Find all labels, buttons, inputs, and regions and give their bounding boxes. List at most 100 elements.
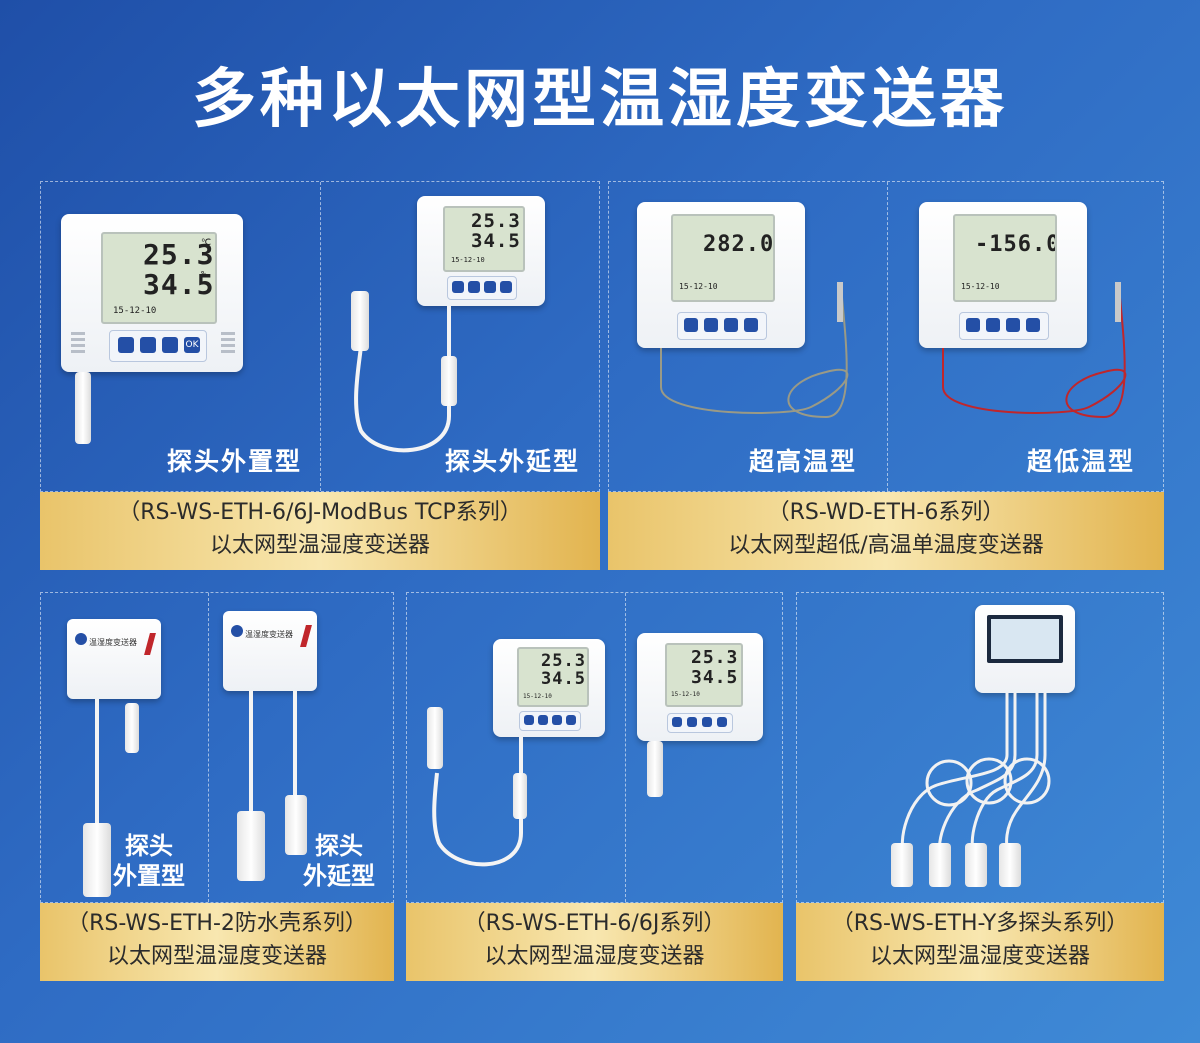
- transmitter-probe-external: 25.3 ℃ 34.5 % 15-12-10 OK: [61, 214, 246, 454]
- device-body: [975, 605, 1075, 693]
- caption-line-1: 探头: [315, 832, 363, 860]
- device-body: 25.3 ℃ 34.5 % 15-12-10 OK: [61, 214, 243, 372]
- device-body: 25.3 34.5 15-12-10: [493, 639, 605, 737]
- keypad: [447, 276, 517, 300]
- humidity-probe: [647, 741, 663, 797]
- caption-low-temp: 超低温型: [1027, 447, 1136, 476]
- humidity-probe: [427, 707, 443, 769]
- back-key: [966, 318, 980, 332]
- down-key: [162, 337, 178, 353]
- caption-line-2: 外置型: [113, 862, 185, 890]
- humidity-reading: 34.5: [541, 669, 586, 689]
- box-body: 温湿度变送器: [223, 611, 317, 691]
- up-key: [704, 318, 718, 332]
- thermocouple-cable: [942, 282, 1127, 419]
- transmitter-probe-external: 25.3 34.5 15-12-10: [633, 633, 773, 833]
- humidity-reading: 34.5: [691, 667, 739, 688]
- banner-series: （RS-WS-ETH-Y多探头系列）: [831, 911, 1129, 936]
- probe-1: [891, 843, 913, 887]
- panel-ws-eth-2: 温湿度变送器 探头 外置型 温湿度变送器 探头 外延型: [40, 592, 394, 903]
- box-label: 温湿度变送器: [89, 638, 137, 647]
- temperature-unit: ℃: [201, 238, 212, 248]
- ok-key: [717, 717, 727, 727]
- banner-description: 以太网型温湿度变送器: [209, 533, 430, 558]
- brand-logo: [75, 633, 87, 645]
- humidity-probe: [75, 372, 91, 444]
- color-screen: [987, 615, 1063, 663]
- humidity-reading: 34.5: [471, 230, 521, 252]
- probe-2: [929, 843, 951, 887]
- humidity-probe: [125, 703, 139, 753]
- up-key: [140, 337, 156, 353]
- up-key: [687, 717, 697, 727]
- box-body: 温湿度变送器: [67, 619, 161, 699]
- date-display: 15-12-10: [451, 256, 485, 264]
- down-key: [1006, 318, 1020, 332]
- temperature-reading: 25.3: [691, 647, 739, 668]
- banner-series: （RS-WD-ETH-6系列）: [767, 500, 1005, 525]
- waterproof-transmitter-external: 温湿度变送器: [61, 613, 201, 897]
- back-key: [524, 715, 534, 725]
- banner-description: 以太网型温湿度变送器: [106, 944, 327, 969]
- device-body: 25.3 34.5 15-12-10: [637, 633, 763, 741]
- temperature-reading: 25.3: [143, 238, 215, 271]
- transmitter-high-temp: 282.0 15-12-10: [631, 202, 881, 432]
- down-key: [552, 715, 562, 725]
- temperature-reading: 282.0: [703, 232, 775, 257]
- banner-wd-eth-6: （RS-WD-ETH-6系列） 以太网型超低/高温单温度变送器: [608, 492, 1164, 570]
- down-key: [702, 717, 712, 727]
- probe-cable: [432, 737, 523, 867]
- ok-key: [1026, 318, 1040, 332]
- keypad: OK: [109, 330, 207, 362]
- date-display: 15-12-10: [523, 693, 552, 700]
- cable-connector: [441, 356, 457, 406]
- humidity-reading: 34.5: [143, 268, 215, 301]
- banner-description: 以太网型温湿度变送器: [484, 944, 705, 969]
- caption-high-temp: 超高温型: [749, 447, 858, 476]
- back-key: [118, 337, 134, 353]
- brand-logo: [231, 625, 243, 637]
- screen-content: [991, 619, 1059, 659]
- panel-ws-eth-y: [796, 592, 1164, 903]
- probe-cables: [249, 691, 297, 815]
- humidity-probe: [285, 795, 307, 855]
- down-key: [724, 318, 738, 332]
- lcd-screen: 25.3 ℃ 34.5 % 15-12-10: [101, 232, 217, 324]
- up-key: [468, 281, 480, 293]
- caption-probe-extended: 探头外延型: [445, 447, 581, 476]
- page-title: 多种以太网型温湿度变送器: [192, 63, 1008, 137]
- humidity-unit: %: [201, 270, 207, 280]
- thermocouple-cable: [660, 282, 849, 419]
- banner-ws-eth-6: （RS-WS-ETH-6/6J-ModBus TCP系列） 以太网型温湿度变送器: [40, 492, 600, 570]
- caption-probe-external: 探头 外置型: [113, 831, 185, 891]
- multi-probe-transmitter: [877, 605, 1097, 895]
- date-display: 15-12-10: [671, 691, 700, 698]
- banner-description: 以太网型超低/高温单温度变送器: [728, 533, 1044, 558]
- humidity-probe: [351, 291, 369, 351]
- caption-line-1: 探头: [125, 832, 173, 860]
- banner-ws-eth-6-6j: （RS-WS-ETH-6/6J系列） 以太网型温湿度变送器: [406, 903, 783, 981]
- banner-ws-eth-2: （RS-WS-ETH-2防水壳系列） 以太网型温湿度变送器: [40, 903, 394, 981]
- back-key: [452, 281, 464, 293]
- box-label: 温湿度变送器: [245, 630, 293, 639]
- probe-connector: [237, 811, 265, 881]
- up-key: [538, 715, 548, 725]
- vent-left: [71, 332, 85, 356]
- ok-key: OK: [184, 337, 200, 353]
- banner-series: （RS-WS-ETH-6/6J-ModBus TCP系列）: [118, 500, 522, 525]
- ok-key: [566, 715, 576, 725]
- keypad: [677, 312, 767, 340]
- caption-line-2: 外延型: [303, 862, 375, 890]
- probe-3: [965, 843, 987, 887]
- banner-description: 以太网型温湿度变送器: [869, 944, 1090, 969]
- device-body: -156.0 15-12-10: [919, 202, 1087, 348]
- panel-wd-eth-6: 282.0 15-12-10 超高温型 -156.0 15-12-10: [608, 181, 1164, 492]
- temperature-reading: -156.0: [975, 232, 1057, 257]
- panel-ws-eth-6-6j: 25.3 34.5 15-12-10 25.3 34.5 15-12-10: [406, 592, 783, 903]
- panel-divider: [208, 593, 209, 902]
- temperature-reading: 25.3: [541, 651, 586, 671]
- transmitter-low-temp: -156.0 15-12-10: [909, 202, 1159, 432]
- lcd-screen: 25.3 34.5 15-12-10: [665, 643, 743, 707]
- lcd-screen: 282.0 15-12-10: [671, 214, 775, 302]
- banner-series: （RS-WS-ETH-6/6J系列）: [463, 911, 726, 936]
